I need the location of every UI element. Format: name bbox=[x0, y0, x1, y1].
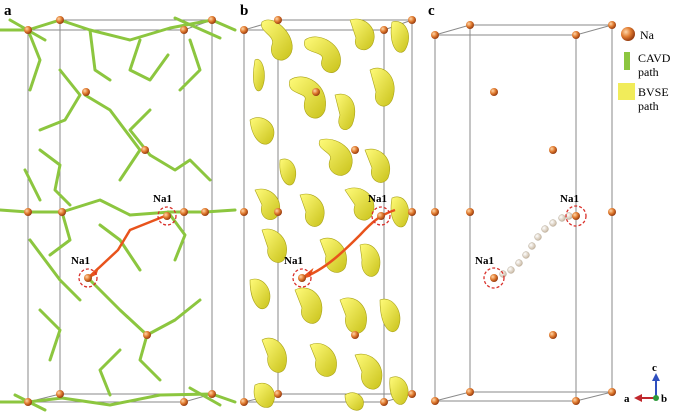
na-atom bbox=[431, 31, 439, 39]
na-atom bbox=[466, 21, 474, 29]
na-atom bbox=[380, 398, 388, 406]
na-atom bbox=[408, 208, 416, 216]
na-atom bbox=[24, 208, 32, 216]
na-atoms-a bbox=[24, 16, 216, 406]
interstitial-path-c bbox=[499, 212, 573, 278]
na-atom bbox=[58, 208, 66, 216]
na1-rings-b bbox=[292, 206, 391, 288]
na-atom bbox=[240, 208, 248, 216]
na-atom bbox=[608, 388, 616, 396]
na-atom bbox=[408, 16, 416, 24]
na1-label: Na1 bbox=[153, 193, 172, 205]
interstitial-site bbox=[534, 233, 542, 241]
interstitial-site bbox=[499, 270, 507, 278]
panel-c-letter: c bbox=[428, 3, 435, 19]
unit-cell-c bbox=[434, 24, 613, 402]
na-atom bbox=[608, 21, 616, 29]
panel-b: b bbox=[240, 3, 416, 411]
bvse-isosurfaces-b bbox=[249, 18, 409, 411]
interstitial-site bbox=[541, 225, 549, 233]
na-atom bbox=[274, 16, 282, 24]
na1-rings-c bbox=[483, 205, 587, 289]
legend-bvse-swatch bbox=[618, 83, 635, 100]
na-atom bbox=[84, 274, 92, 282]
na1-label: Na1 bbox=[560, 193, 579, 205]
na-atom bbox=[56, 390, 64, 398]
axis-a-label: a bbox=[624, 393, 630, 405]
na-atom bbox=[24, 26, 32, 34]
na-atom bbox=[549, 331, 557, 339]
interstitial-site bbox=[522, 251, 530, 259]
interstitial-site bbox=[549, 219, 557, 227]
axis-b-label: b bbox=[661, 393, 667, 405]
na-atom bbox=[466, 208, 474, 216]
na-atom bbox=[274, 390, 282, 398]
legend-cavd-swatch bbox=[624, 52, 630, 70]
na-atom bbox=[380, 26, 388, 34]
na-atom bbox=[298, 274, 306, 282]
na-atom bbox=[56, 16, 64, 24]
na-atom bbox=[208, 390, 216, 398]
legend: Na CAVD path BVSE path bbox=[618, 27, 671, 113]
na-atom bbox=[572, 212, 580, 220]
na-atom bbox=[431, 208, 439, 216]
na-atom bbox=[466, 388, 474, 396]
legend-na-swatch bbox=[621, 27, 635, 41]
interstitial-site bbox=[558, 214, 566, 222]
na-atom bbox=[490, 88, 498, 96]
na-atom bbox=[180, 208, 188, 216]
na-atom bbox=[572, 31, 580, 39]
na-atom bbox=[208, 16, 216, 24]
na1-rings-a bbox=[78, 206, 177, 288]
axis-triad: c a b bbox=[624, 362, 667, 405]
na-atom bbox=[274, 208, 282, 216]
legend-bvse-label: BVSE bbox=[638, 85, 669, 99]
legend-cavd-label: path bbox=[638, 65, 659, 79]
na-atom bbox=[163, 212, 171, 220]
na-atom bbox=[408, 390, 416, 398]
na-atom bbox=[24, 398, 32, 406]
na-atom bbox=[180, 26, 188, 34]
na-atom bbox=[240, 398, 248, 406]
panel-a: a bbox=[0, 3, 237, 412]
na-atom bbox=[312, 88, 320, 96]
na-atom bbox=[82, 88, 90, 96]
na-atom bbox=[608, 208, 616, 216]
na1-label: Na1 bbox=[368, 193, 387, 205]
na1-label: Na1 bbox=[284, 255, 303, 267]
axis-c-label: c bbox=[652, 362, 657, 374]
interstitial-site bbox=[515, 259, 523, 267]
na-atoms-c bbox=[431, 21, 616, 405]
na-atoms-b bbox=[240, 16, 416, 406]
na-atom bbox=[141, 146, 149, 154]
na1-label: Na1 bbox=[71, 255, 90, 267]
cavd-paths-a bbox=[0, 16, 237, 412]
na-atom bbox=[351, 146, 359, 154]
legend-cavd-label: CAVD bbox=[638, 51, 671, 65]
legend-bvse-label: path bbox=[638, 99, 659, 113]
interstitial-site bbox=[507, 266, 515, 274]
na-atom bbox=[549, 146, 557, 154]
na-atom bbox=[351, 331, 359, 339]
panel-a-letter: a bbox=[4, 3, 12, 19]
na-atom bbox=[377, 212, 385, 220]
na-atom bbox=[143, 331, 151, 339]
panel-b-letter: b bbox=[240, 3, 248, 19]
na-atom bbox=[201, 208, 209, 216]
panel-c: c bbox=[428, 3, 671, 405]
na-atom bbox=[180, 398, 188, 406]
na-atom bbox=[240, 26, 248, 34]
na-atom bbox=[490, 274, 498, 282]
na-atom bbox=[431, 397, 439, 405]
na-atom bbox=[572, 397, 580, 405]
interstitial-site bbox=[528, 242, 536, 250]
legend-na-label: Na bbox=[640, 28, 655, 42]
na1-label: Na1 bbox=[475, 255, 494, 267]
